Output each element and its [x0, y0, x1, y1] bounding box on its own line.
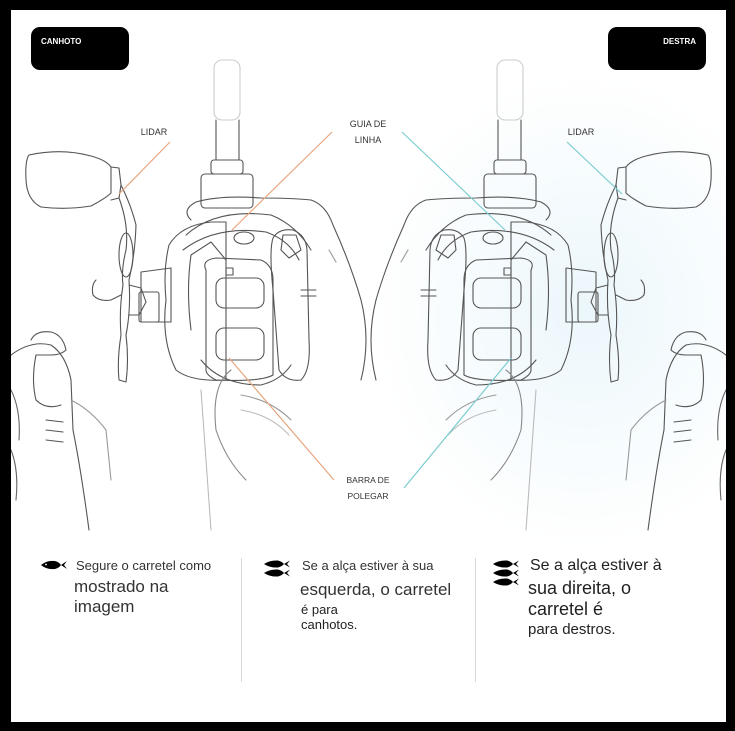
label-thumb-bar-line2: POLEGAR — [347, 491, 389, 501]
background-tint — [371, 70, 726, 550]
label-handle-right: LIDAR — [567, 127, 595, 137]
illustration-panel: CANHOTO DESTRA LIDAR LIDAR GUIA DE LINHA… — [11, 10, 726, 722]
left-handed-badge: CANHOTO — [31, 27, 129, 70]
instruction-3-line4: para destros. — [528, 621, 616, 638]
callout-handle-left — [118, 141, 171, 195]
instruction-1-line1: Segure o carretel como — [76, 558, 212, 573]
callout-handle-right — [566, 141, 623, 195]
instruction-2-line2: esquerda, o carretel — [300, 580, 452, 599]
label-handle-left: LIDAR — [140, 127, 168, 137]
left-hand-reel-drawing — [11, 59, 367, 531]
instruction-3-line3: carretel é — [528, 599, 604, 619]
right-hand-reel-drawing — [370, 59, 726, 531]
callout-line-guide-left — [231, 131, 333, 231]
instruction-3-line2: sua direita, o — [528, 578, 632, 598]
label-thumb-bar: BARRA DE POLEGAR — [333, 472, 403, 504]
instruction-1-line3: imagem — [74, 597, 135, 616]
label-line-guide-line2: LINHA — [354, 135, 382, 145]
label-thumb-bar-line1: BARRA DE — [346, 475, 390, 485]
instruction-1-line2: mostrado na — [74, 577, 169, 596]
label-line-guide-line1: GUIA DE — [349, 119, 387, 129]
instruction-2-line1: Se a alça estiver à sua — [302, 558, 434, 573]
column-divider — [475, 558, 476, 682]
instruction-3-line1: Se a alça estiver à — [530, 557, 662, 574]
fish-icon — [41, 560, 67, 570]
reel-illustration — [11, 59, 726, 531]
callout-thumb-bar-right — [403, 357, 512, 489]
fish-icon-double — [264, 560, 290, 577]
fish-icon-triple — [493, 560, 519, 586]
column-divider — [241, 558, 242, 682]
right-handed-badge: DESTRA — [608, 27, 706, 70]
instruction-2-line3: é para canhotos. — [301, 602, 358, 632]
callout-thumb-bar-left — [228, 357, 335, 481]
callout-line-guide-right — [401, 131, 506, 231]
label-line-guide: GUIA DE LINHA — [333, 116, 403, 148]
